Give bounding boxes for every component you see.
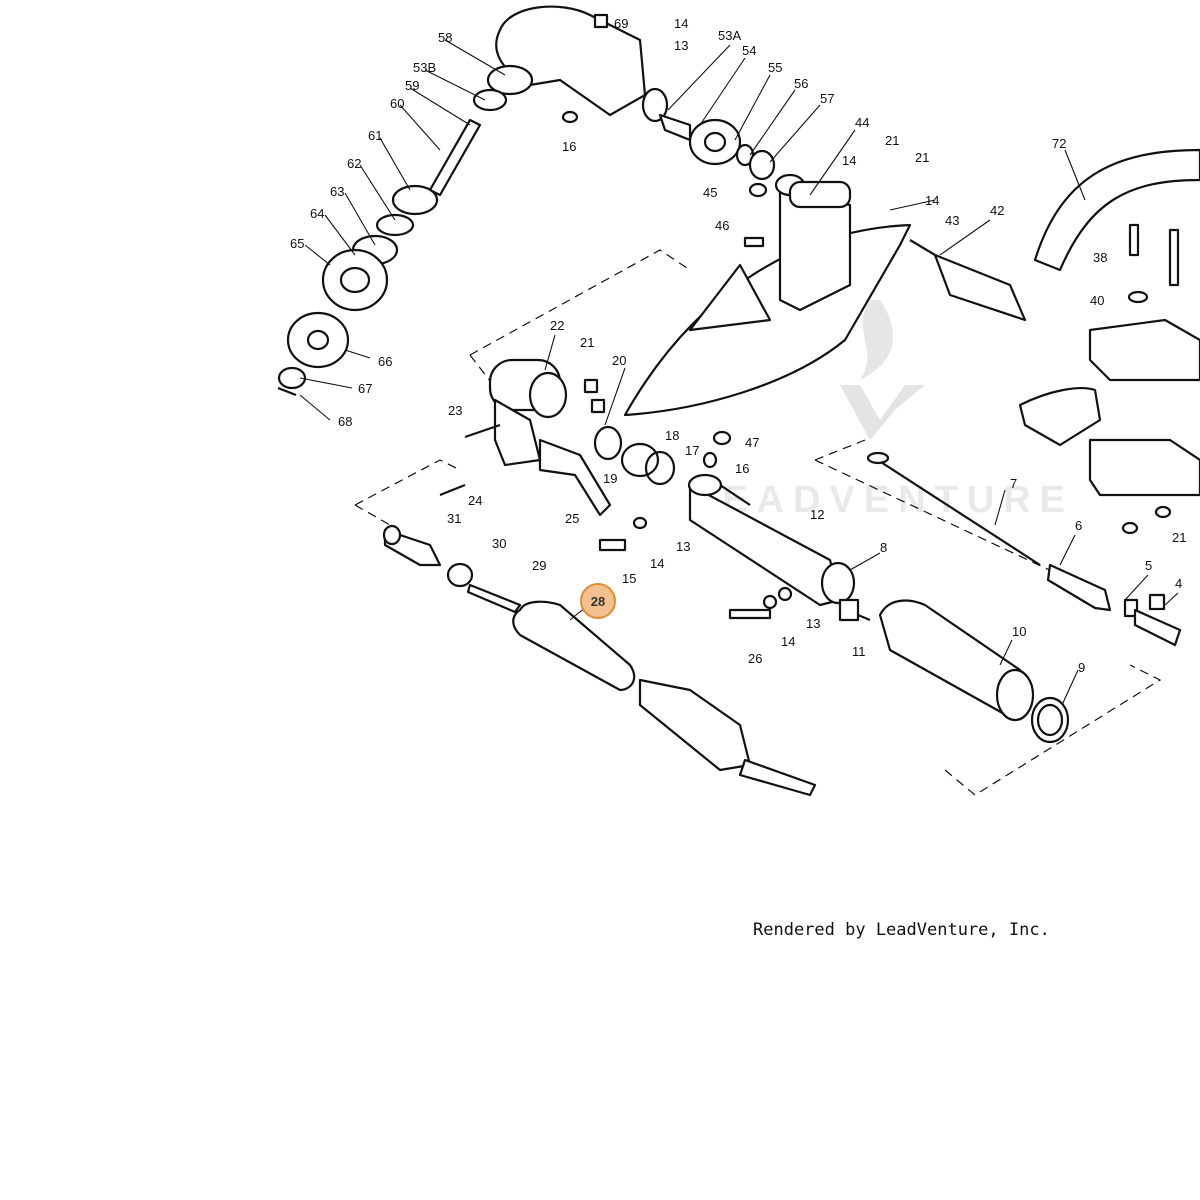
label-30: 30 [492, 536, 506, 551]
label-66: 66 [378, 354, 392, 369]
gear-head-assembly [277, 5, 647, 397]
label-26: 26 [748, 651, 762, 666]
label-19: 19 [603, 471, 617, 486]
label-29: 29 [532, 558, 546, 573]
label-67: 67 [358, 381, 372, 396]
label-22: 22 [550, 318, 564, 333]
label-60: 60 [390, 96, 404, 111]
drive-shaft-assembly [382, 524, 817, 797]
outer-tube [598, 451, 856, 607]
label-56: 56 [794, 76, 808, 91]
label-14-low: 14 [650, 556, 664, 571]
label-68: 68 [338, 414, 352, 429]
watermark: LEADVENTURE [690, 300, 1065, 521]
handle-assembly [909, 148, 1200, 535]
clamp-lever-assembly [439, 358, 676, 517]
bearing-shaft-assembly [641, 87, 776, 198]
label-5: 5 [1145, 558, 1152, 573]
label-7: 7 [1010, 476, 1017, 491]
label-13-top: 13 [674, 38, 688, 53]
credit-text: Rendered by LeadVenture, Inc. [753, 920, 1050, 940]
label-14-mid: 14 [842, 153, 856, 168]
label-47: 47 [745, 435, 759, 450]
label-21-b: 21 [915, 150, 929, 165]
label-14-bottom: 14 [781, 634, 795, 649]
label-46: 46 [715, 218, 729, 233]
label-54: 54 [742, 43, 756, 58]
label-61: 61 [368, 128, 382, 143]
label-53a: 53A [718, 28, 741, 43]
label-13-bottom: 13 [806, 616, 820, 631]
label-10: 10 [1012, 624, 1026, 639]
label-21-a: 21 [885, 133, 899, 148]
highlight-circle[interactable] [580, 583, 616, 619]
label-20: 20 [612, 353, 626, 368]
label-12: 12 [810, 507, 824, 522]
label-63: 63 [330, 184, 344, 199]
label-72: 72 [1052, 136, 1066, 151]
label-9: 9 [1078, 660, 1085, 675]
label-16-top: 16 [562, 139, 576, 154]
label-42: 42 [990, 203, 1004, 218]
label-14-right: 14 [925, 193, 939, 208]
label-45: 45 [703, 185, 717, 200]
label-62: 62 [347, 156, 361, 171]
label-18: 18 [665, 428, 679, 443]
throttle-cable [728, 451, 1182, 647]
label-21-c: 21 [580, 335, 594, 350]
label-6: 6 [1075, 518, 1082, 533]
label-40: 40 [1090, 293, 1104, 308]
label-31: 31 [447, 511, 461, 526]
label-11: 11 [852, 644, 866, 659]
grip-tube [838, 598, 1070, 744]
leader-lines [299, 39, 1179, 706]
label-38: 38 [1093, 250, 1107, 265]
label-44: 44 [855, 115, 869, 130]
highlight-label[interactable]: 28 [591, 594, 605, 609]
label-64: 64 [310, 206, 324, 221]
label-58: 58 [438, 30, 452, 45]
label-16-mid: 16 [735, 461, 749, 476]
label-23: 23 [448, 403, 462, 418]
label-21-d: 21 [1172, 530, 1186, 545]
label-14-top: 14 [674, 16, 688, 31]
label-24: 24 [468, 493, 482, 508]
label-13-low: 13 [676, 539, 690, 554]
blade-guard [623, 173, 912, 446]
label-43: 43 [945, 213, 959, 228]
label-25: 25 [565, 511, 579, 526]
label-69: 69 [614, 16, 628, 31]
label-15: 15 [622, 571, 636, 586]
label-4: 4 [1175, 576, 1182, 591]
label-57: 57 [820, 91, 834, 106]
label-55: 55 [768, 60, 782, 75]
label-53b: 53B [413, 60, 436, 75]
label-17: 17 [685, 443, 699, 458]
part-labels: 58 53B 59 60 61 62 63 64 65 66 67 68 69 … [290, 16, 1186, 675]
label-59: 59 [405, 78, 419, 93]
highlighted-callout[interactable]: 28 [580, 583, 616, 619]
label-65: 65 [290, 236, 304, 251]
label-8: 8 [880, 540, 887, 555]
